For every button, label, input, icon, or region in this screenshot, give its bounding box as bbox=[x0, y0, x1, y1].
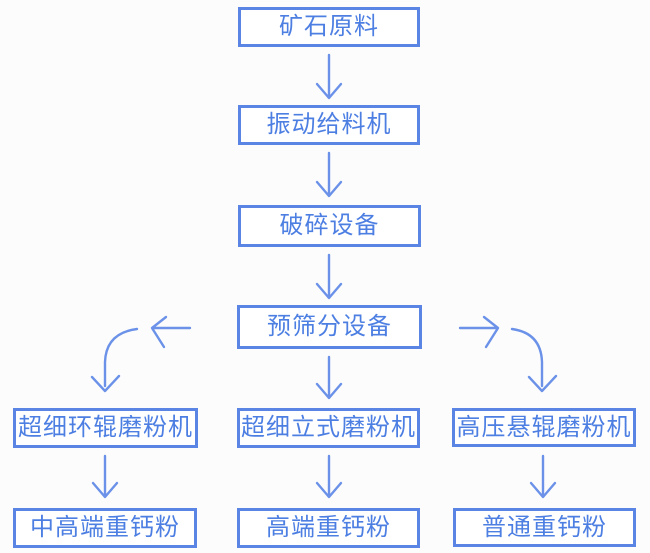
arrow-mill-middle-to-product-icon bbox=[315, 454, 343, 499]
arrow-crusher-to-screening-icon bbox=[315, 253, 343, 300]
arrow-raw-to-feeder-icon bbox=[315, 53, 343, 100]
arrow-screening-to-mill-middle-icon bbox=[315, 355, 343, 400]
node-vibrating-feeder-label: 振动给料机 bbox=[266, 111, 392, 138]
node-mill-middle-label: 超细立式磨粉机 bbox=[241, 414, 416, 441]
arrow-mill-left-to-product-icon bbox=[91, 454, 119, 499]
node-pre-screening-label: 预筛分设备 bbox=[267, 313, 392, 340]
node-mill-middle: 超细立式磨粉机 bbox=[237, 408, 420, 448]
node-mill-right: 高压悬辊磨粉机 bbox=[452, 408, 636, 447]
arrow-right-curve-icon bbox=[510, 327, 558, 393]
node-product-right-label: 普通重钙粉 bbox=[482, 513, 607, 541]
node-vibrating-feeder: 振动给料机 bbox=[238, 105, 420, 145]
node-crushing-equipment-label: 破碎设备 bbox=[279, 212, 380, 239]
node-product-middle: 高端重钙粉 bbox=[237, 508, 420, 548]
node-product-left: 中高端重钙粉 bbox=[13, 508, 197, 548]
node-product-left-label: 中高端重钙粉 bbox=[30, 514, 180, 541]
node-product-right: 普通重钙粉 bbox=[453, 508, 636, 547]
node-product-middle-label: 高端重钙粉 bbox=[266, 514, 391, 541]
node-raw-material: 矿石原料 bbox=[238, 7, 420, 47]
node-mill-left: 超细环辊磨粉机 bbox=[13, 408, 198, 448]
node-raw-material-label: 矿石原料 bbox=[279, 13, 379, 40]
arrow-left-branch-icon bbox=[150, 315, 192, 349]
arrow-right-branch-icon bbox=[458, 315, 500, 349]
node-mill-left-label: 超细环辊磨粉机 bbox=[18, 414, 193, 441]
node-crushing-equipment: 破碎设备 bbox=[238, 205, 421, 247]
node-pre-screening: 预筛分设备 bbox=[237, 305, 422, 349]
arrow-left-curve-icon bbox=[90, 327, 139, 393]
node-mill-right-label: 高压悬辊磨粉机 bbox=[456, 413, 632, 441]
arrow-feeder-to-crusher-icon bbox=[315, 151, 343, 198]
arrow-mill-right-to-product-icon bbox=[529, 454, 557, 499]
